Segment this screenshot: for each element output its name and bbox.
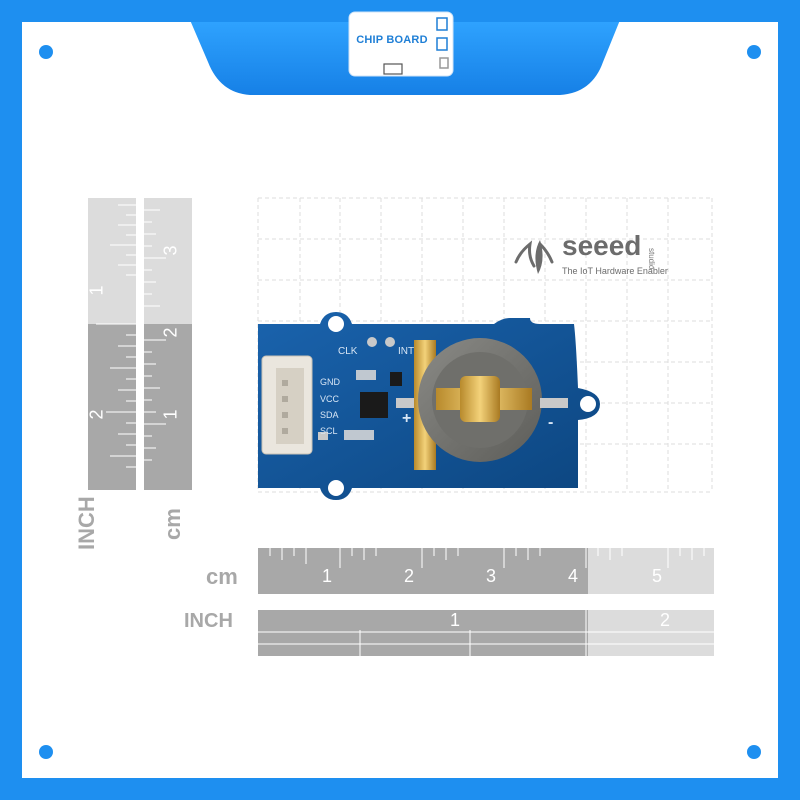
bottom-inch-ruler [258, 610, 714, 656]
coin-cell-holder [396, 338, 568, 470]
corner-dots [39, 45, 761, 759]
silk-scl: SCL [320, 426, 338, 436]
seeed-logo-suffix: studio [647, 248, 656, 270]
left-cm-ruler [144, 198, 192, 490]
bottom-cm-unit: cm [206, 564, 238, 589]
left-inch-unit: INCH [74, 496, 99, 550]
bottom-cm-tick-4: 4 [568, 566, 579, 586]
bottom-cm-tick-3: 3 [486, 566, 497, 586]
silk-vcc: VCC [320, 394, 340, 404]
bottom-cm-tick-2: 2 [404, 566, 415, 586]
left-cm-tick-3: 3 [160, 245, 181, 256]
seeed-logo-name: seeed [562, 230, 642, 261]
bottom-inch-unit: INCH [184, 610, 233, 632]
left-cm-unit: cm [160, 508, 185, 540]
bottom-cm-tick-1: 1 [322, 566, 333, 586]
board-components [318, 337, 402, 440]
silk-clk: CLK [338, 346, 358, 357]
left-inch-tick-1: 1 [86, 285, 107, 296]
silk-sda: SDA [320, 410, 339, 420]
polarity-minus: - [548, 414, 554, 431]
silk-gnd: GND [320, 377, 340, 387]
polarity-plus: + [402, 410, 412, 427]
left-inch-tick-2: 2 [86, 409, 107, 420]
left-inch-ruler [88, 198, 136, 490]
bottom-cm-tick-5: 5 [652, 566, 663, 586]
silk-int: INT [398, 346, 415, 357]
seeed-logo-mark [514, 240, 554, 274]
bottom-inch-tick-1: 1 [450, 610, 461, 630]
chip-board-label: CHIP BOARD [356, 34, 428, 46]
left-cm-tick-2: 2 [160, 327, 181, 338]
seeed-logo-tagline: The IoT Hardware Enabler [562, 266, 668, 276]
grove-connector [261, 355, 313, 455]
bottom-inch-tick-2: 2 [660, 610, 671, 630]
chip-board-badge [348, 11, 454, 77]
bottom-cm-ruler [258, 548, 714, 594]
left-cm-tick-1: 1 [160, 409, 181, 420]
